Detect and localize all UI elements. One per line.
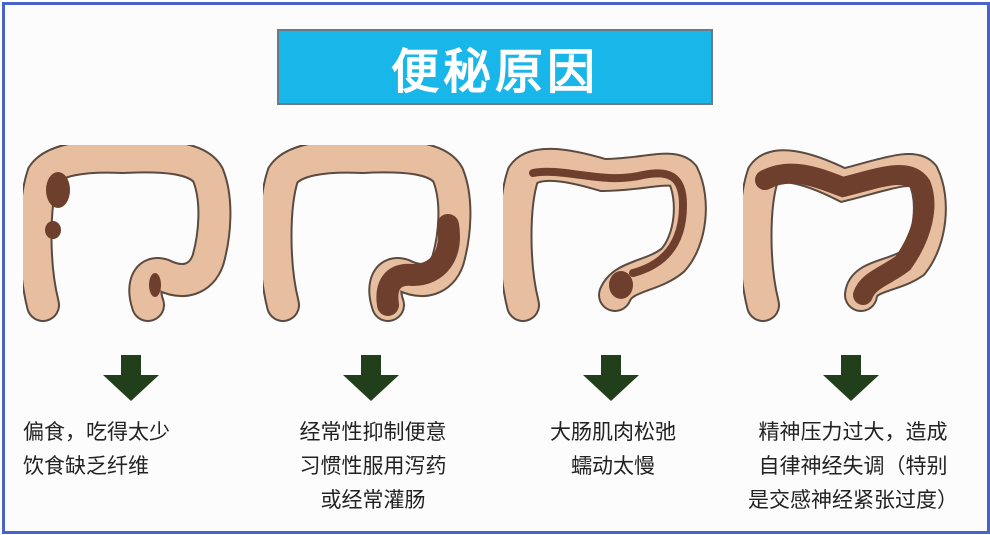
- stool-mass: [45, 221, 61, 239]
- colon-icon: [23, 145, 232, 322]
- down-arrow-icon: [823, 355, 879, 401]
- stool-mass: [149, 273, 161, 297]
- caption-line: 是交感神经紧张过度）: [748, 488, 958, 512]
- page-title: 便秘原因: [390, 44, 599, 100]
- caption: 精神压力过大，造成 自律神经失调（特别 是交感神经紧张过度）: [743, 415, 963, 517]
- title-banner: 便秘原因: [277, 29, 713, 105]
- colon-icon: [743, 149, 947, 322]
- panel-diet: 偏食，吃得太少 饮食缺乏纤维: [23, 145, 243, 535]
- caption-line: 偏食，吃得太少: [23, 420, 170, 444]
- caption-line: 或经常灌肠: [320, 488, 426, 512]
- down-arrow-icon: [103, 355, 159, 401]
- stool-mass: [46, 172, 70, 208]
- caption: 经常性抑制便意 习惯性服用泻药 或经常灌肠: [263, 415, 483, 517]
- panel-weak-muscle: 大肠肌肉松弛 蠕动太慢: [503, 145, 723, 535]
- stool-mass: [755, 163, 935, 305]
- stool-mass: [609, 271, 633, 299]
- caption-line: 精神压力过大，造成: [758, 420, 948, 444]
- stool-mass: [529, 167, 688, 277]
- stool-mass: [376, 214, 460, 316]
- colon-icon: [503, 147, 707, 322]
- panel-stress: 精神压力过大，造成 自律神经失调（特别 是交感神经紧张过度）: [743, 145, 963, 535]
- down-arrow-icon: [343, 355, 399, 401]
- colon-icon: [263, 145, 472, 322]
- caption: 偏食，吃得太少 饮食缺乏纤维: [23, 415, 243, 483]
- caption: 大肠肌肉松弛 蠕动太慢: [503, 415, 723, 483]
- panel-suppression: 经常性抑制便意 习惯性服用泻药 或经常灌肠: [263, 145, 483, 535]
- caption-line: 经常性抑制便意: [299, 420, 447, 444]
- caption-line: 大肠肌肉松弛: [550, 420, 676, 444]
- down-arrow-icon: [583, 355, 639, 401]
- caption-line: 自律神经失调（特别: [758, 454, 948, 478]
- caption-line: 饮食缺乏纤维: [23, 454, 149, 478]
- caption-line: 习惯性服用泻药: [299, 454, 447, 478]
- caption-line: 蠕动太慢: [571, 454, 655, 478]
